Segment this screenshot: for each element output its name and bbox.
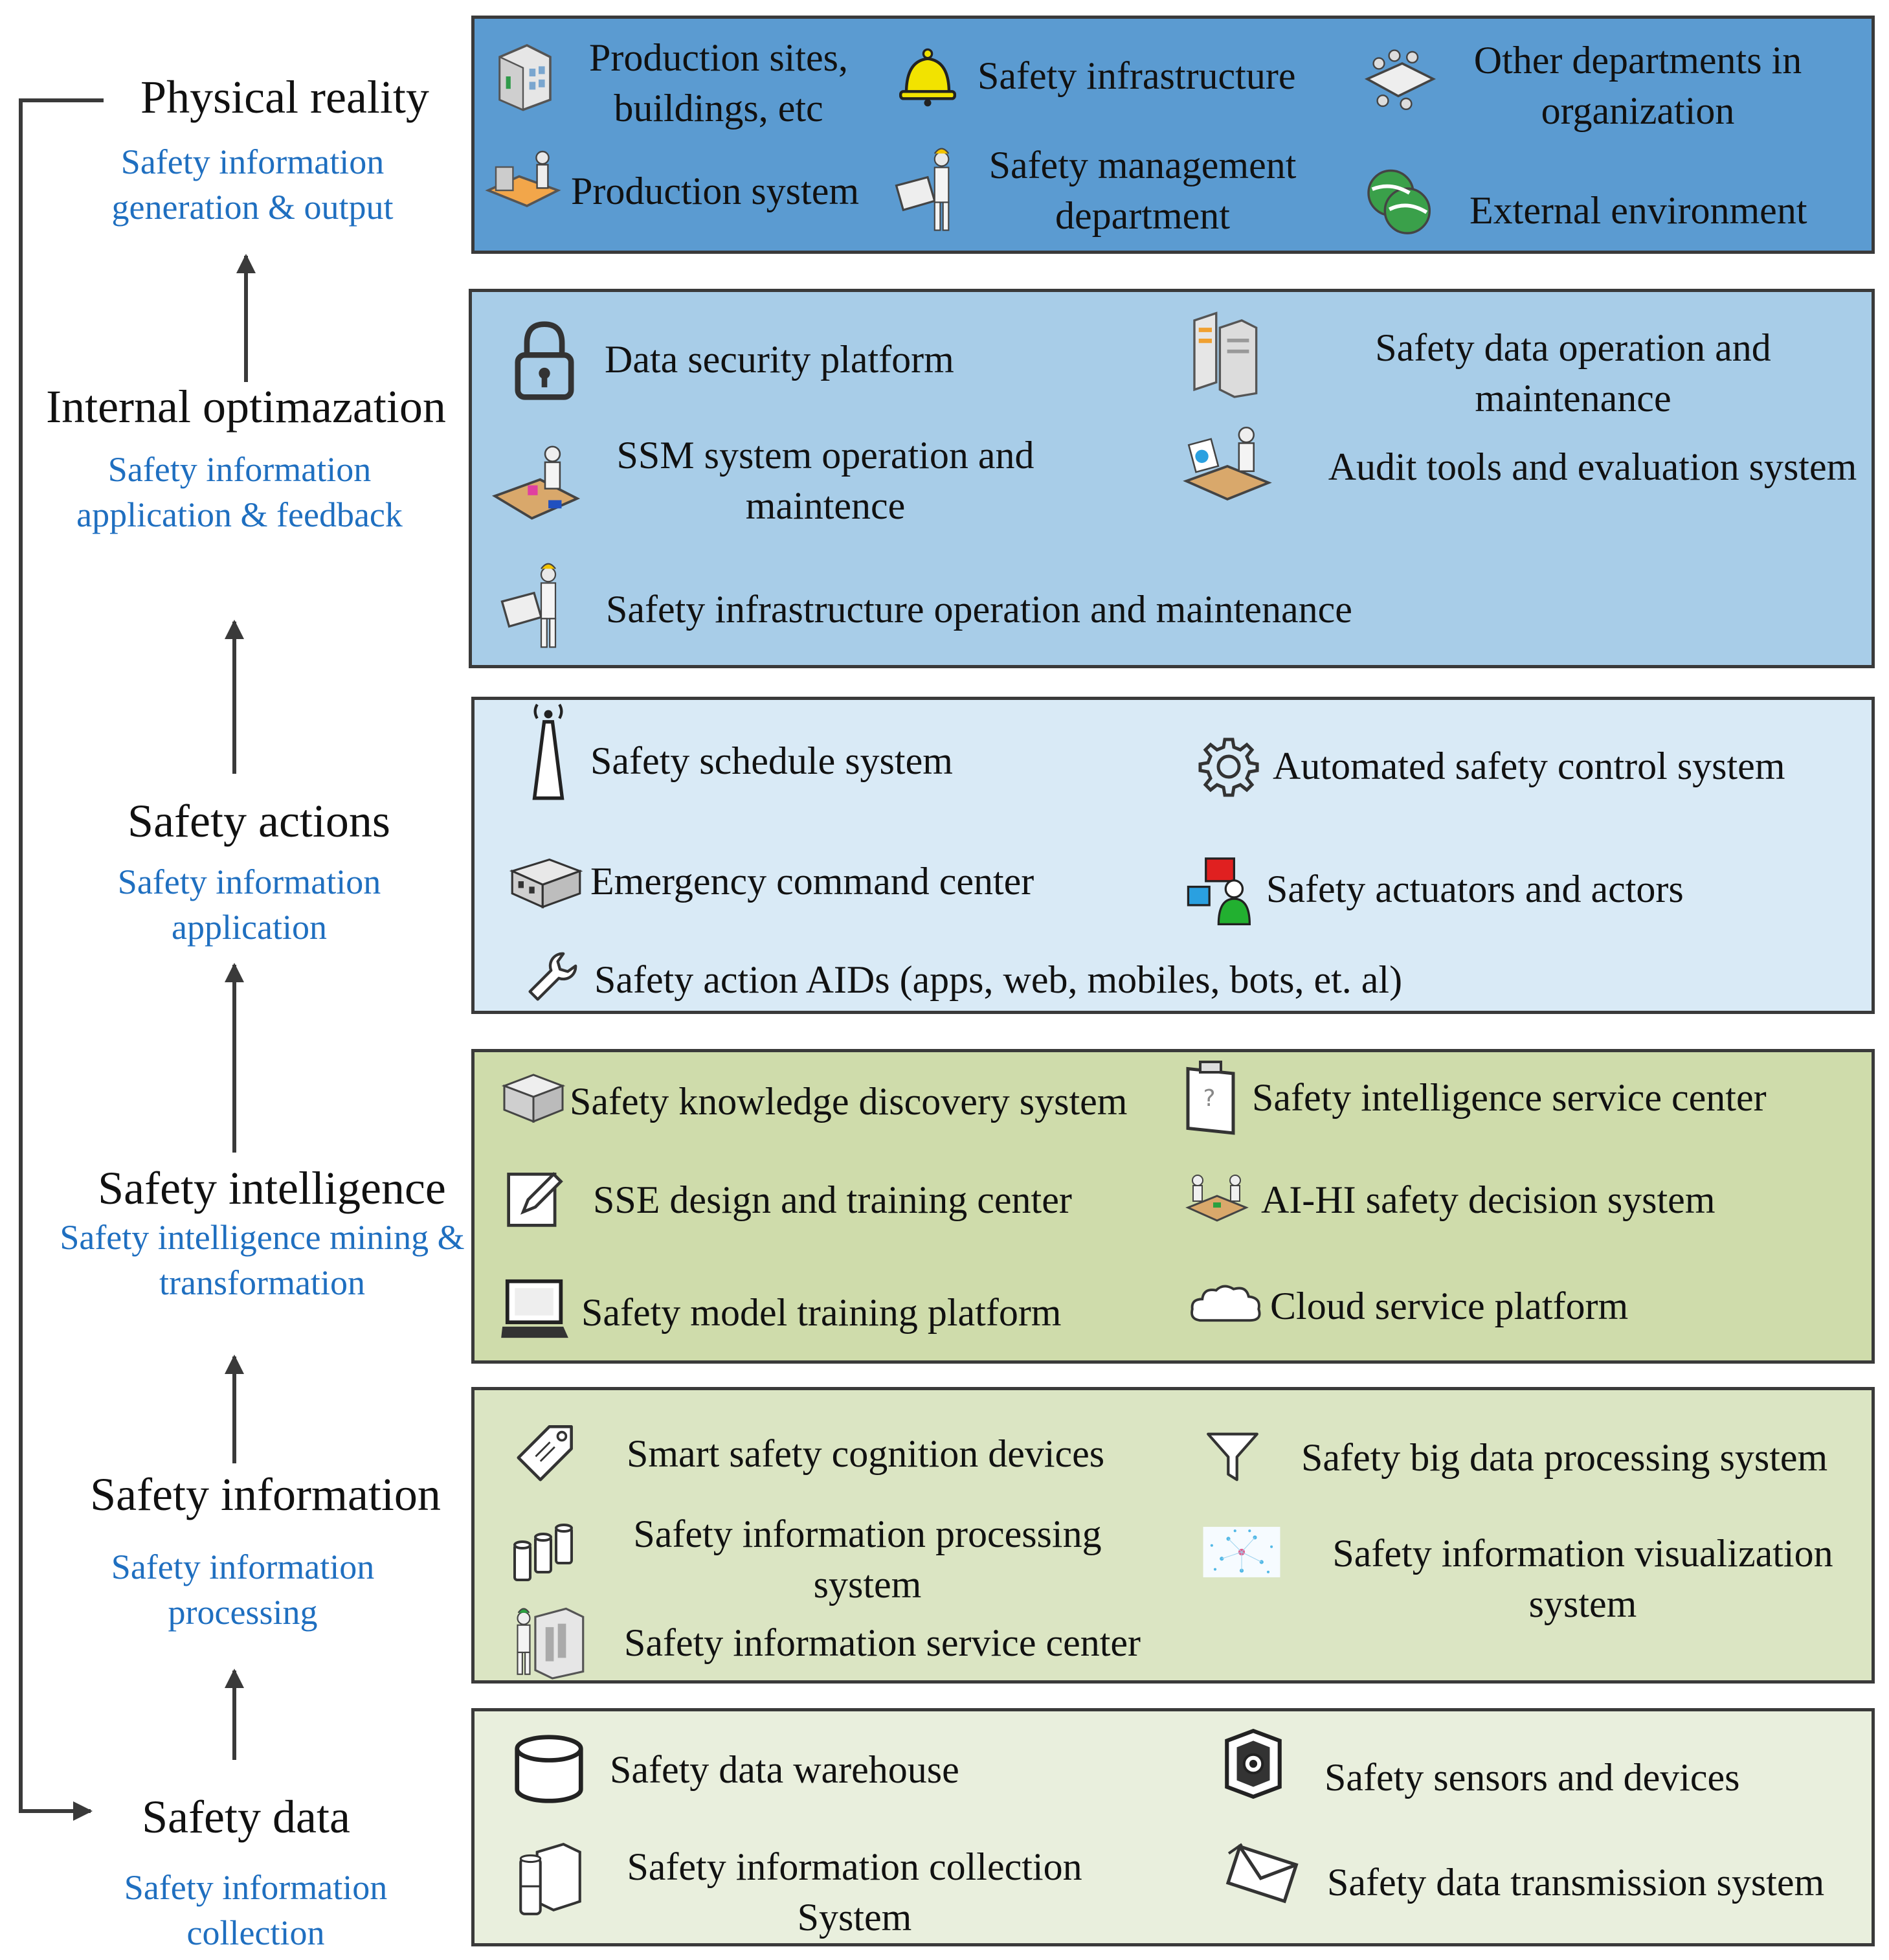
engineer-blueprint-icon (498, 558, 570, 652)
label-information-service-center: Safety information service center (624, 1621, 1141, 1664)
label-production-system: Production system (571, 170, 859, 212)
people-desk-icon (1185, 1167, 1249, 1229)
label-audit-tools: Audit tools and evaluation system (1328, 445, 1857, 488)
stage-title-safety-information: Safety information (90, 1469, 441, 1520)
stage-title-safety-intelligence: Safety intelligence (98, 1162, 446, 1214)
database-icon (513, 1733, 585, 1805)
tag-icon (517, 1422, 576, 1481)
cylinders-icon (511, 1519, 576, 1584)
label-data-transmission: Safety data transmission system (1327, 1861, 1825, 1904)
meeting-icon (1359, 40, 1437, 118)
label-safety-schedule-system: Safety schedule system (590, 739, 953, 782)
sensor-cube-icon (1222, 1728, 1284, 1800)
stage-title-safety-actions: Safety actions (128, 795, 390, 847)
panel-physical-reality (471, 16, 1875, 254)
gear-icon (1196, 734, 1261, 799)
building-icon (484, 34, 562, 111)
label-information-collection: Safety information collection System (627, 1845, 1082, 1939)
server-rack-icon (1185, 310, 1262, 398)
label-model-training-platform: Safety model training platform (581, 1291, 1062, 1334)
svg-text:?: ? (1203, 1085, 1215, 1112)
label-other-departments: Other departments in organization (1473, 39, 1802, 132)
label-safety-data-operation: Safety data operation and maintenance (1375, 326, 1771, 420)
pencil-edit-icon (505, 1168, 566, 1229)
label-safety-action-aids: Safety action AIDs (apps, web, mobiles, … (594, 958, 1403, 1001)
label-safety-actuators: Safety actuators and actors (1266, 868, 1684, 910)
label-big-data-processing: Safety big data processing system (1301, 1436, 1828, 1479)
label-sensors-devices: Safety sensors and devices (1325, 1756, 1740, 1799)
label-automated-safety-control: Automated safety control system (1273, 745, 1785, 787)
padlock-icon (509, 319, 580, 403)
stage-title-physical-reality: Physical reality (140, 71, 429, 123)
label-safety-management-department: Safety management department (989, 144, 1297, 237)
worker-machine-icon (484, 144, 562, 221)
panel-safety-intelligence (471, 1049, 1875, 1364)
storage-units-icon (517, 1839, 584, 1918)
stage-subtitle-safety-actions: Safety information application (117, 862, 381, 947)
actor-monitor-icon (1185, 855, 1262, 926)
feedback-loop-arrow (19, 98, 104, 1821)
label-safety-infrastructure: Safety infrastructure (978, 54, 1296, 97)
clipboard-icon: ? (1183, 1059, 1238, 1135)
label-external-environment: External environment (1470, 189, 1807, 232)
engineer-blueprint-icon (892, 144, 963, 234)
server-person-icon (510, 1603, 588, 1680)
label-safety-infrastructure-operation: Safety infrastructure operation and main… (606, 588, 1352, 631)
stage-subtitle-safety-data: Safety information collection (124, 1868, 388, 1952)
label-smart-cognition-devices: Smart safety cognition devices (627, 1432, 1105, 1475)
auditor-icon (1182, 421, 1273, 508)
wrench-icon (524, 949, 580, 1005)
label-ssm-system-operation: SSM system operation and maintence (616, 434, 1034, 527)
network-dots-icon (1202, 1526, 1282, 1579)
stage-subtitle-internal-optimization: Safety information application & feedbac… (76, 450, 403, 534)
laptop-icon (501, 1278, 570, 1340)
panel-safety-data (471, 1708, 1875, 1946)
stage-subtitle-safety-intelligence: Safety intelligence mining & transformat… (60, 1218, 465, 1302)
label-emergency-command-center: Emergency command center (590, 860, 1034, 903)
label-data-warehouse: Safety data warehouse (610, 1748, 959, 1791)
globe-icon (1359, 163, 1437, 238)
panel-internal-optimization (469, 289, 1875, 668)
stage-title-internal-optimization: Internal optimazation (46, 381, 446, 433)
bell-icon (892, 43, 963, 107)
label-ai-hi-decision: AI-HI safety decision system (1261, 1178, 1716, 1221)
label-intelligence-service-center: Safety intelligence service center (1252, 1076, 1767, 1119)
cloud-icon (1189, 1282, 1264, 1327)
operator-desk-icon (491, 442, 581, 526)
label-production-sites: Production sites, buildings, etc (589, 36, 848, 130)
router-box-icon (509, 852, 583, 910)
stage-subtitle-safety-information: Safety information processing (111, 1548, 375, 1632)
label-information-visualization: Safety information visualization system (1332, 1532, 1833, 1625)
label-information-processing: Safety information processing system (633, 1513, 1102, 1606)
label-knowledge-discovery: Safety knowledge discovery system (570, 1080, 1128, 1123)
panel-safety-information (471, 1387, 1875, 1684)
funnel-icon (1205, 1430, 1260, 1484)
panel-safety-actions (471, 697, 1875, 1014)
label-data-security-platform: Data security platform (605, 338, 954, 381)
label-sse-design-training: SSE design and training center (593, 1178, 1072, 1221)
antenna-tower-icon (526, 703, 571, 802)
envelope-icon (1225, 1838, 1299, 1909)
stage-title-safety-data: Safety data (142, 1791, 350, 1843)
label-cloud-service-platform: Cloud service platform (1270, 1285, 1629, 1327)
stage-subtitle-physical-reality: Safety information generation & output (111, 142, 394, 227)
stack-icon (501, 1070, 566, 1128)
